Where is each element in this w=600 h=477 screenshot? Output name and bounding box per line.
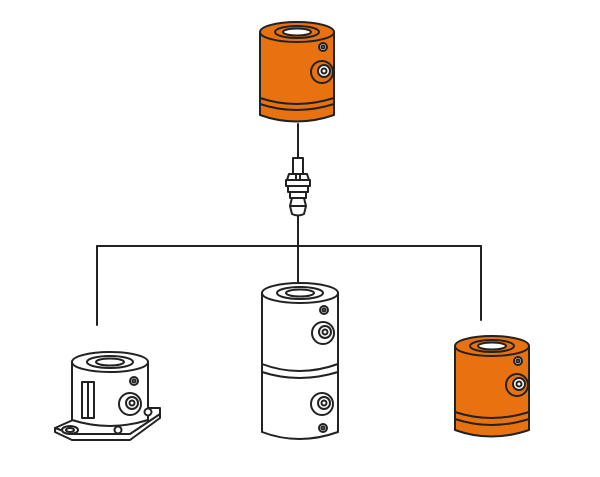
connector-lines xyxy=(96,123,482,326)
top-orange-coupling-icon xyxy=(259,21,335,123)
nipple-adapter-icon xyxy=(285,157,311,217)
stacked-double-coupling-icon xyxy=(261,282,339,440)
flanged-coupling-icon xyxy=(54,351,161,441)
right-orange-coupling-icon xyxy=(454,335,530,438)
